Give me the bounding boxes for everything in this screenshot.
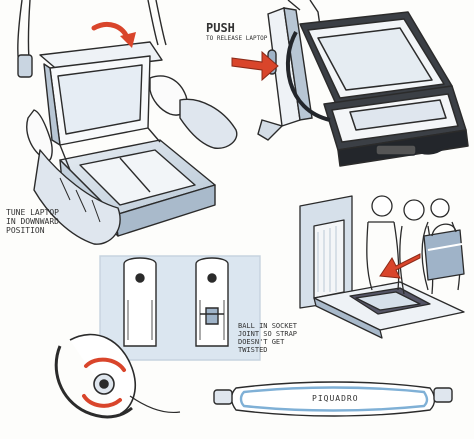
push-title: PUSH xyxy=(206,21,235,35)
laptop-note-line: TUNE LAPTOP xyxy=(6,208,59,217)
case-open-sketch xyxy=(17,0,238,245)
strap-pad-sketch xyxy=(213,381,453,417)
push-arrow-red xyxy=(231,50,279,82)
ball-note-line: DOESN'T GET xyxy=(238,338,285,347)
laptop-note: TUNE LAPTOP IN DOWNWARD POSITION xyxy=(6,208,59,236)
swivel-hook-sketch xyxy=(54,333,181,419)
security-scanner-sketch xyxy=(299,195,465,339)
push-subtitle: TO RELEASE LAPTOP xyxy=(206,35,268,42)
brand-label: PIQUADRO xyxy=(312,394,359,403)
insert-arrow-red xyxy=(379,253,421,279)
ball-note-line: JOINT SO STRAP xyxy=(238,330,298,339)
laptop-in-case-sketch xyxy=(285,11,469,167)
ball-socket-note: BALL IN SOCKET JOINT SO STRAP DOESN'T GE… xyxy=(238,322,297,354)
ball-note-line: BALL IN SOCKET xyxy=(238,322,298,330)
swivel-arrow-red xyxy=(82,357,126,408)
laptop-note-line: POSITION xyxy=(6,226,45,236)
laptop-note-line: IN DOWNWARD xyxy=(6,217,59,227)
ball-note-line: TWISTED xyxy=(238,346,268,355)
buckle-panel-sketch xyxy=(99,255,261,361)
rotate-arrow-head xyxy=(120,32,136,48)
